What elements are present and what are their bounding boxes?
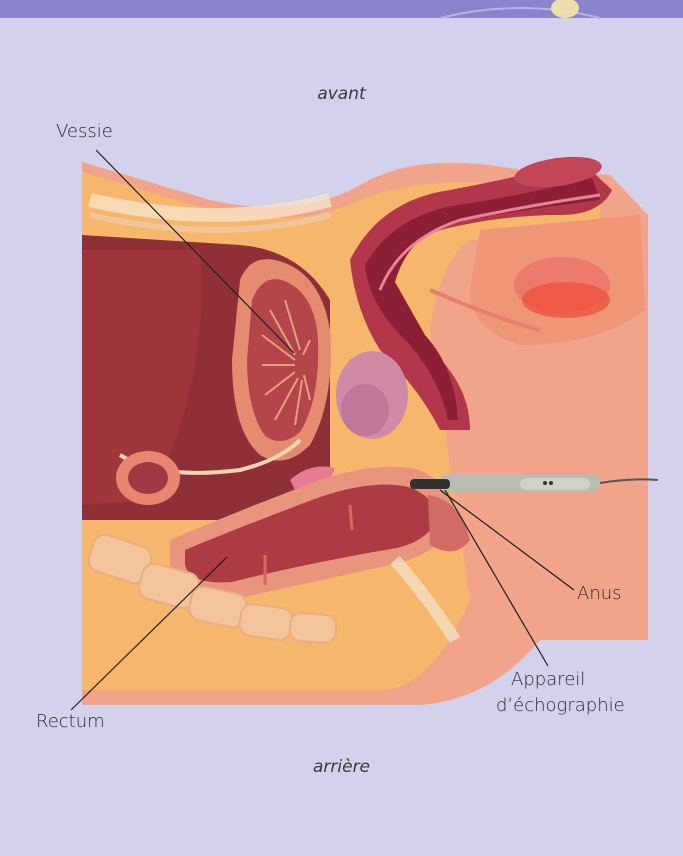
rectum-fold: [350, 505, 352, 530]
label-probe-line1: Appareil: [511, 669, 585, 690]
bladder-lumen: [247, 279, 318, 441]
label-anus: Anus: [577, 583, 622, 604]
orientation-front: avant: [0, 84, 683, 104]
header-decoration-dot: [551, 0, 579, 18]
prostate-shade: [341, 384, 389, 436]
label-bladder: Vessie: [56, 121, 113, 142]
label-probe-line2: d’échographie: [496, 695, 625, 716]
label-rectum: Rectum: [36, 711, 105, 732]
testis-shade: [522, 282, 610, 318]
intestine-lumen: [128, 462, 168, 494]
orientation-back: arrière: [0, 757, 683, 777]
